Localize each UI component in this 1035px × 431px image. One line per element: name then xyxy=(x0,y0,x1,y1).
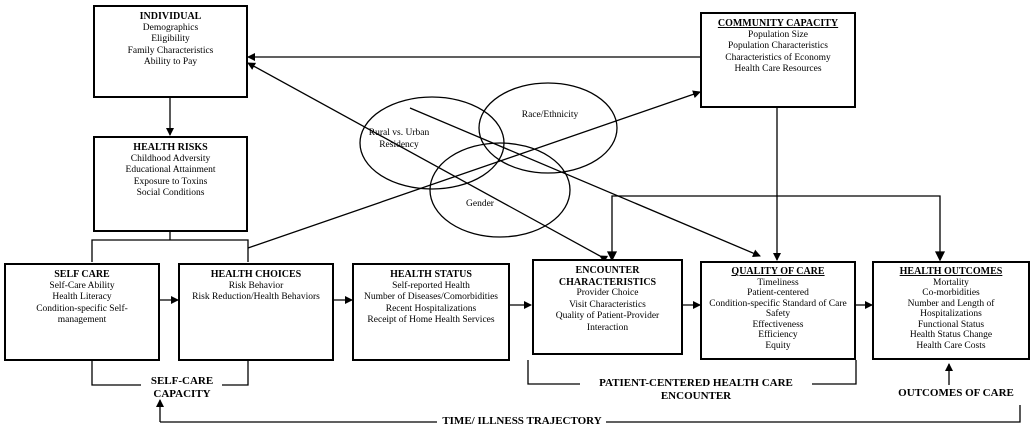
health-choices-item: Risk Reduction/Health Behaviors xyxy=(192,292,320,302)
self-care-box: SELF CARE Self-Care Ability Health Liter… xyxy=(4,263,160,361)
encounter-bracket xyxy=(527,360,580,385)
venn-gender-ellipse xyxy=(429,142,571,238)
encounter-item: Visit Characteristics xyxy=(569,299,646,310)
outcomes-item: Co-morbidities xyxy=(922,288,980,298)
outcomes-item: Health Status Change xyxy=(909,330,993,340)
health-choices-item: Risk Behavior xyxy=(228,280,284,291)
quality-item: Patient-centered xyxy=(747,288,809,298)
trajectory-line xyxy=(606,405,1021,423)
quality-item: Efficiency xyxy=(758,330,798,340)
quality-item: Condition-specific Standard of Care xyxy=(709,298,847,309)
community-capacity-item: Population Size xyxy=(748,29,808,40)
individual-title: INDIVIDUAL xyxy=(139,11,202,22)
health-risks-title: HEALTH RISKS xyxy=(133,142,208,153)
health-status-box: HEALTH STATUS Self-reported Health Numbe… xyxy=(352,263,510,361)
individual-item: Demographics xyxy=(142,22,199,33)
quality-of-care-box: QUALITY OF CARE Timeliness Patient-cente… xyxy=(700,261,856,360)
quality-of-care-title: QUALITY OF CARE xyxy=(731,266,825,277)
community-capacity-item: Health Care Resources xyxy=(734,64,822,74)
health-risks-item: Exposure to Toxins xyxy=(133,176,208,187)
quality-item: Timeliness xyxy=(757,277,799,288)
outcomes-item: Health Care Costs xyxy=(916,340,986,351)
patient-centered-encounter-label: PATIENT-CENTERED HEALTH CARE ENCOUNTER xyxy=(578,377,814,403)
encounter-item: Provider Choice xyxy=(576,288,639,298)
community-capacity-item: Characteristics of Economy xyxy=(725,52,831,63)
health-status-item: Self-reported Health xyxy=(392,280,470,291)
health-risks-item: Educational Attainment xyxy=(125,165,216,175)
venn-rural-line: Rural vs. Urban xyxy=(368,128,430,138)
self-care-capacity-label: SELF-CARE CAPACITY xyxy=(130,375,234,401)
outcomes-item: Hospitalizations xyxy=(920,309,982,319)
self-care-title: SELF CARE xyxy=(54,269,110,280)
health-outcomes-box: HEALTH OUTCOMES Mortality Co-morbidities… xyxy=(872,261,1030,360)
self-care-item: Health Literacy xyxy=(52,292,112,302)
individual-item: Eligibility xyxy=(151,34,190,44)
arrow-encounter-individual xyxy=(247,62,609,263)
health-choices-title: HEALTH CHOICES xyxy=(210,269,302,280)
encounter-label-line: ENCOUNTER xyxy=(660,390,732,402)
arrow-bracket-top xyxy=(611,195,941,258)
community-capacity-title: COMMUNITY CAPACITY xyxy=(717,18,839,29)
health-status-title: HEALTH STATUS xyxy=(390,269,472,280)
outcomes-item: Mortality xyxy=(933,277,969,288)
health-risks-item: Childhood Adversity xyxy=(130,153,211,164)
health-risks-box: HEALTH RISKS Childhood Adversity Educati… xyxy=(93,136,248,232)
individual-box: INDIVIDUAL Demographics Eligibility Fami… xyxy=(93,5,248,98)
encounter-characteristics-box: ENCOUNTER CHARACTERISTICS Provider Choic… xyxy=(532,259,683,355)
quality-item: Equity xyxy=(765,340,791,351)
encounter-title-line: ENCOUNTER xyxy=(575,265,640,276)
self-care-item: management xyxy=(57,315,107,325)
individual-item: Ability to Pay xyxy=(143,57,198,67)
individual-item: Family Characteristics xyxy=(127,45,214,56)
venn-race-label: Race/Ethnicity xyxy=(521,110,579,120)
venn-rural-label: Rural vs. Urban Residency xyxy=(360,128,438,151)
encounter-title-line: CHARACTERISTICS xyxy=(558,276,657,288)
health-status-item: Receipt of Home Health Services xyxy=(367,315,495,325)
venn-rural-line: Residency xyxy=(379,139,419,150)
health-outcomes-title: HEALTH OUTCOMES xyxy=(899,266,1003,277)
quality-item: Safety xyxy=(765,309,791,319)
self-care-item: Condition-specific Self- xyxy=(36,303,128,314)
health-status-item: Number of Diseases/Comorbidities xyxy=(363,292,499,302)
health-risks-item: Social Conditions xyxy=(136,188,205,198)
venn-gender-label: Gender xyxy=(466,199,494,209)
quality-item: Effectiveness xyxy=(752,319,804,330)
self-care-capacity-line: SELF-CARE xyxy=(150,375,214,387)
health-choices-box: HEALTH CHOICES Risk Behavior Risk Reduct… xyxy=(178,263,334,361)
risks-bracket xyxy=(91,239,249,262)
encounter-item: Interaction xyxy=(586,322,629,333)
outcomes-of-care-label: OUTCOMES OF CARE xyxy=(898,387,1014,399)
community-capacity-item: Population Characteristics xyxy=(728,41,828,51)
self-care-capacity-line: CAPACITY xyxy=(153,388,211,400)
health-status-item: Recent Hospitalizations xyxy=(385,303,477,314)
community-capacity-box: COMMUNITY CAPACITY Population Size Popul… xyxy=(700,12,856,108)
time-illness-trajectory-label: TIME/ ILLNESS TRAJECTORY xyxy=(442,415,602,427)
arrow-choices-to-community xyxy=(247,90,701,249)
outcomes-item: Number and Length of xyxy=(907,298,995,309)
arrow-to-quality xyxy=(409,107,761,257)
encounter-item: Quality of Patient-Provider xyxy=(555,311,660,321)
encounter-label-line: PATIENT-CENTERED HEALTH CARE xyxy=(599,377,793,389)
selfcare-capacity-bracket xyxy=(91,360,141,386)
outcomes-item: Functional Status xyxy=(917,319,985,330)
self-care-item: Self-Care Ability xyxy=(49,280,115,291)
